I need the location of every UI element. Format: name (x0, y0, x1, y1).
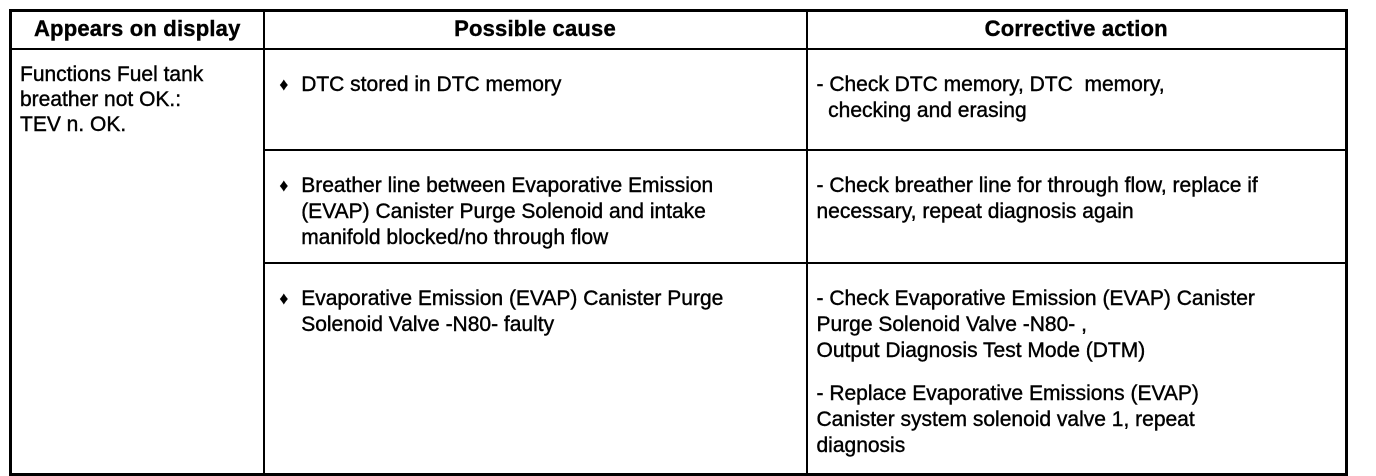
diamond-bullet-icon: ♦ (279, 75, 289, 94)
action-paragraph: - Check Evaporative Emission (EVAP) Cani… (816, 287, 1255, 362)
possible-cause-cell: ♦ Evaporative Emission (EVAP) Canister P… (262, 262, 808, 475)
column-header-possible-cause: Possible cause (262, 9, 808, 50)
action-paragraph: - Check breather line for through flow, … (816, 174, 1258, 223)
diamond-bullet-icon: ♦ (279, 176, 289, 195)
corrective-action-cell: - Check DTC memory, DTC memory, checking… (805, 48, 1348, 151)
cause-text: Breather line between Evaporative Emissi… (301, 174, 714, 249)
appears-on-display-cell: Functions Fuel tank breather not OK.: TE… (9, 48, 265, 475)
possible-cause-cell: ♦ DTC stored in DTC memory (262, 48, 808, 151)
corrective-action-cell: - Check Evaporative Emission (EVAP) Cani… (805, 262, 1348, 475)
action-paragraph: - Replace Evaporative Emissions (EVAP) C… (816, 382, 1199, 457)
table-row: ♦ Evaporative Emission (EVAP) Canister P… (11, 262, 1348, 475)
cause-text: Evaporative Emission (EVAP) Canister Pur… (301, 287, 724, 336)
diagnostic-table: Appears on display Possible cause Correc… (9, 9, 1348, 476)
cause-text: DTC stored in DTC memory (301, 73, 562, 96)
column-header-appears-on-display: Appears on display (9, 9, 265, 50)
action-paragraph: - Check DTC memory, DTC memory, checking… (816, 73, 1165, 122)
diamond-bullet-icon: ♦ (279, 289, 289, 308)
column-header-corrective-action: Corrective action (805, 9, 1348, 50)
corrective-action-cell: - Check breather line for through flow, … (805, 149, 1348, 264)
table-row: ♦ Breather line between Evaporative Emis… (11, 149, 1348, 264)
table-row: Functions Fuel tank breather not OK.: TE… (9, 48, 1348, 475)
table-header-row: Appears on display Possible cause Correc… (9, 9, 1348, 50)
possible-cause-cell: ♦ Breather line between Evaporative Emis… (262, 149, 808, 264)
